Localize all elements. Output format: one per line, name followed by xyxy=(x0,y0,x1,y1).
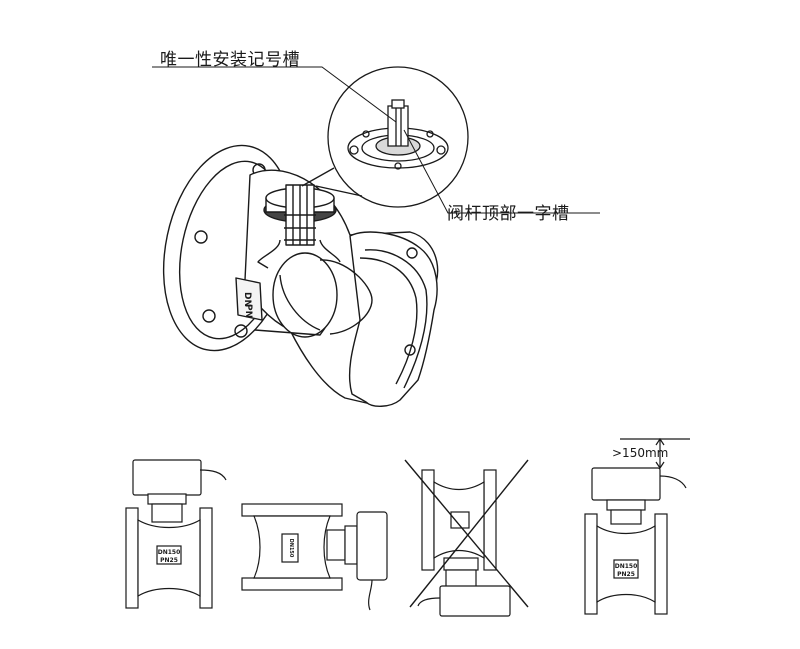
install-view-1: DN150 PN25 xyxy=(125,459,227,609)
bolt-hole xyxy=(404,344,416,356)
plate-dn: DN150 xyxy=(158,549,181,556)
install-view-2: DN150 xyxy=(241,503,388,611)
bore xyxy=(272,252,338,338)
clearance-dimension-label: >150mm xyxy=(612,446,669,460)
forbidden-cross xyxy=(404,459,529,608)
main-valve-cutaway: DN PN xyxy=(162,144,439,407)
stem-top-slot-label: 阀杆顶部一字槽 xyxy=(447,204,570,224)
detail-zoom xyxy=(301,66,469,208)
plate-text-dn: DN xyxy=(242,292,252,307)
bonnet-stem xyxy=(257,184,341,269)
plate-dn-4: DN150 xyxy=(615,563,638,570)
bolt-hole xyxy=(234,324,248,338)
unique-install-groove-label: 唯一性安装记号槽 xyxy=(160,50,300,70)
bolt-hole xyxy=(202,309,216,323)
plate-text-pn: PN xyxy=(243,304,253,318)
bolt-hole xyxy=(194,230,208,244)
plate-pn: PN25 xyxy=(160,557,178,564)
side-nameplate: DN PN xyxy=(235,277,263,321)
plate-dn-rot: DN150 xyxy=(288,539,294,558)
install-view-4: DN150 PN25 xyxy=(584,437,690,615)
install-view-3-forbidden xyxy=(404,459,529,617)
forbidden-cross xyxy=(409,459,529,608)
bolt-hole xyxy=(406,247,418,259)
plate-pn-4: PN25 xyxy=(617,571,635,578)
callout-leaders xyxy=(152,66,600,214)
